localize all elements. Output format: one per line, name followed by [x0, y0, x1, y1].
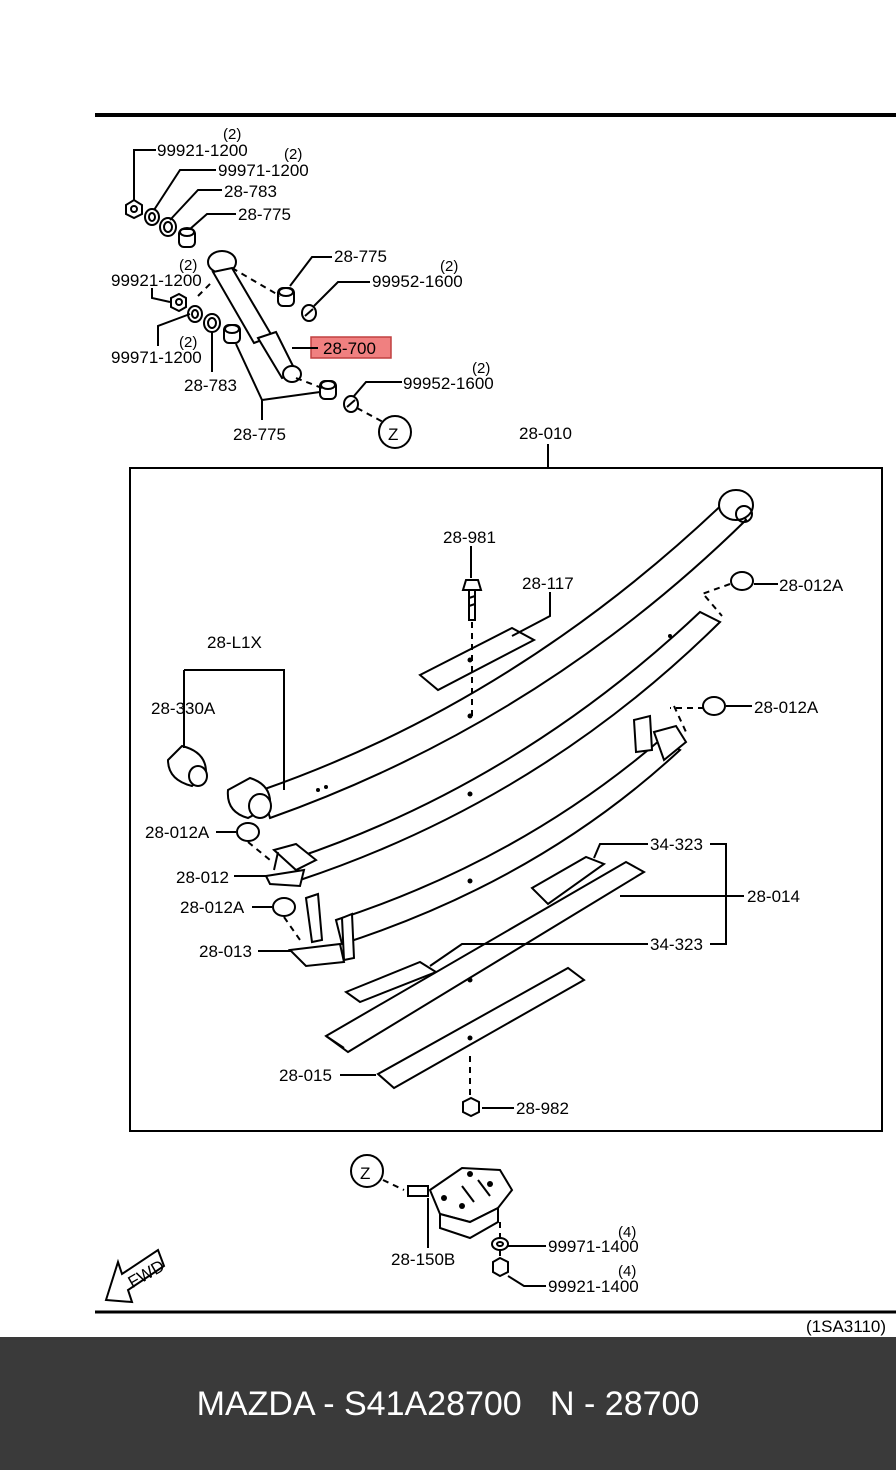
- washer-top-label: 99971-1200: [218, 161, 309, 180]
- bracket-washer-label: 99971-1400: [548, 1237, 639, 1256]
- bushing-bottom-part: [319, 380, 337, 400]
- leaf-group-part: [324, 860, 646, 1054]
- ref-z-circle-bottom: [350, 1154, 384, 1188]
- ref-z-circle-top: [378, 415, 412, 449]
- liner-a-label: 34-323: [650, 835, 703, 854]
- nut-top-label: 99921-1200: [157, 141, 248, 160]
- bolt-label: 28-981: [443, 528, 496, 547]
- kit-label: 28-L1X: [207, 633, 262, 652]
- bracket-part[interactable]: [407, 1166, 514, 1240]
- pin-top-label: 99952-1600: [372, 272, 463, 291]
- nut-left-label: 99921-1200: [111, 271, 202, 290]
- clip-label: 28-012: [176, 868, 229, 887]
- nut-top-part: [125, 198, 143, 220]
- pin-top-part: [301, 304, 317, 322]
- retainer-left-label: 28-783: [184, 376, 237, 395]
- clip-part: [264, 842, 318, 888]
- shock-absorber-label: 28-700: [323, 339, 376, 358]
- washer-top-part: [144, 208, 160, 226]
- cap-left-top-part: [236, 822, 260, 842]
- nut-top-qty: (2): [223, 126, 241, 143]
- bracket-group: Z 28-150B (4) 99971-1400 (4) 99921-1400: [350, 1154, 639, 1296]
- pin-bottom-qty: (2): [472, 360, 490, 377]
- caption-bar: MAZDA - S41A28700 N - 28700: [0, 1337, 896, 1470]
- washer-left-part: [187, 305, 203, 323]
- shock-absorber-group: Z (2) 99921-1200 (2) 99971-1200 28-783 2…: [111, 126, 494, 449]
- bushing-top-label: 28-775: [238, 205, 291, 224]
- third-leaf-part[interactable]: [334, 738, 682, 946]
- spring-assembly-label: 28-010: [519, 424, 572, 443]
- center-nut-part: [462, 1096, 480, 1118]
- washer-left-qty: (2): [179, 334, 197, 351]
- bracket-nut-qty: (4): [618, 1263, 636, 1280]
- second-leaf-part[interactable]: [294, 610, 722, 882]
- pin-bottom-part: [343, 395, 359, 413]
- reference-code: (1SA3110): [806, 1317, 886, 1336]
- bottom-leaf-label: 28-015: [279, 1066, 332, 1085]
- cap-left-bottom-part: [272, 897, 296, 917]
- liner-top-label: 28-117: [522, 574, 574, 593]
- leaf-group-label: 28-014: [747, 887, 800, 906]
- bottom-leaf-part: [376, 966, 586, 1090]
- spring-assembly-box: [129, 467, 883, 1132]
- clip-lower-part: [287, 892, 356, 968]
- fwd-arrow-icon: FWD: [104, 1248, 168, 1304]
- pin-bottom-label: 99952-1600: [403, 374, 494, 393]
- bracket-label: 28-150B: [391, 1250, 455, 1269]
- part-caption: MAZDA - S41A28700 N - 28700: [196, 1385, 700, 1423]
- bracket-washer-qty: (4): [618, 1224, 636, 1241]
- pin-top-qty: (2): [440, 258, 458, 275]
- bushing-top-right-part: [277, 287, 295, 307]
- spring-bushing-part: [166, 744, 208, 788]
- bushing-bottom-label: 28-775: [233, 425, 286, 444]
- cap-right-top-part: [730, 571, 754, 591]
- liner-top-part: [418, 626, 537, 692]
- nut-left-qty: (2): [179, 257, 197, 274]
- washer-left-label: 99971-1200: [111, 348, 202, 367]
- washer-top-qty: (2): [284, 146, 302, 163]
- spring-bushing-label: 28-330A: [151, 699, 216, 718]
- liner-mid-part: [530, 855, 607, 906]
- clip-right-part: [632, 714, 688, 762]
- retainer-left-part: [203, 313, 221, 333]
- cap-right-mid-part: [702, 696, 726, 716]
- bushing-left-part: [223, 324, 241, 344]
- bushing-top-part: [178, 227, 196, 248]
- bushing-top-right-label: 28-775: [334, 247, 387, 266]
- retainer-top-part: [159, 217, 177, 237]
- cap-right-top-label: 28-012A: [779, 576, 844, 595]
- bracket-nut-label: 99921-1400: [548, 1277, 639, 1296]
- center-bolt-part: [461, 579, 483, 621]
- main-leaf-part[interactable]: [226, 489, 754, 820]
- cap-right-mid-label: 28-012A: [754, 698, 819, 717]
- parts-diagram: Z (2) 99921-1200 (2) 99971-1200 28-783 2…: [95, 113, 896, 1336]
- bracket-nut-part: [492, 1256, 509, 1278]
- leaf-spring-group: 28-010: [145, 424, 844, 1118]
- shock-absorber-part[interactable]: [207, 250, 302, 383]
- nut-left-part: [170, 292, 187, 313]
- cap-left-bottom-label: 28-012A: [180, 898, 245, 917]
- ref-z-top-label: Z: [388, 425, 398, 444]
- cap-left-top-label: 28-012A: [145, 823, 210, 842]
- center-nut-label: 28-982: [516, 1099, 569, 1118]
- clip-lower-label: 28-013: [199, 942, 252, 961]
- retainer-top-label: 28-783: [224, 182, 277, 201]
- liner-b-label: 34-323: [650, 935, 703, 954]
- ref-z-bottom-label: Z: [360, 1164, 370, 1183]
- bracket-washer-part: [491, 1237, 509, 1251]
